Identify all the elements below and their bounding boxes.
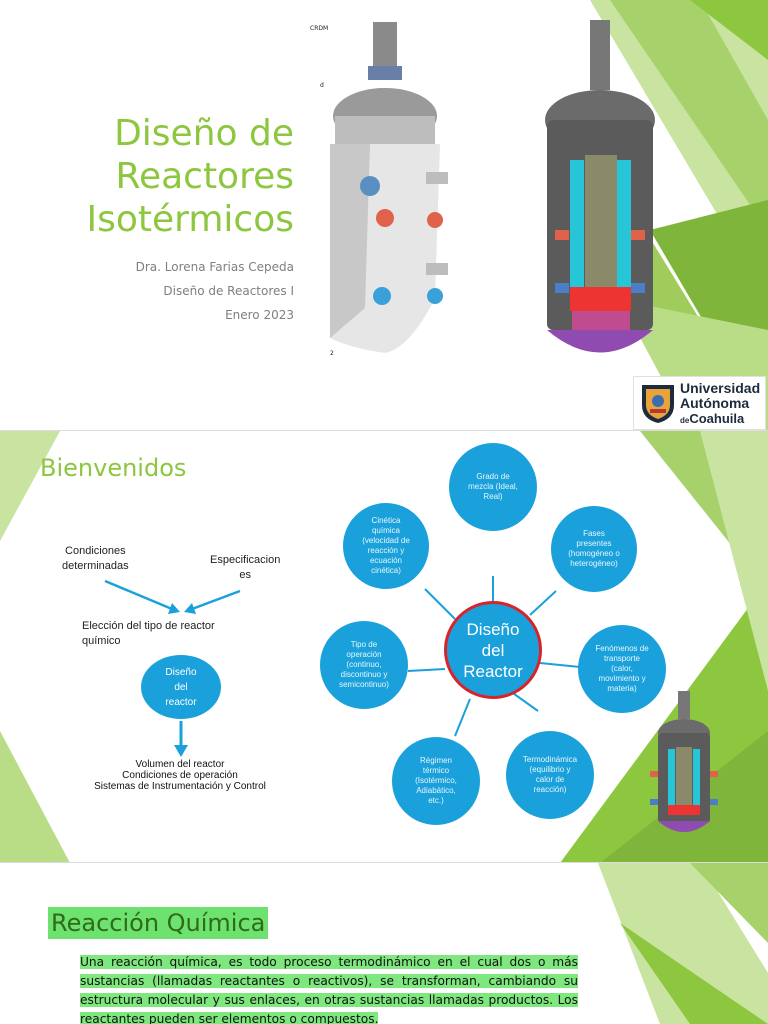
disc-line-3: reactor [165,696,197,708]
presentation-date: Enero 2023 [225,308,294,322]
output-conditions: Condiciones de operación [122,770,238,781]
disc-line-2: del [174,681,188,693]
design-outputs: Volumen del reactor Condiciones de opera… [80,759,280,792]
definition-paragraph: Una reacción química, es todo proceso te… [80,953,578,1024]
reactor-design-disc: Diseño del reactor [141,655,221,719]
center-line-1: Diseño [466,619,520,639]
center-line-2: del [481,640,505,660]
section-title: Reacción Química [48,907,269,939]
reactor-cutaway-image [545,20,655,353]
green-geometric-decoration [0,431,768,863]
title-slide: CRDM d 2 Diseño de Reactores Isotérmicos… [0,0,768,431]
chemical-reaction-slide: Reacción Química Una reacción química, e… [0,863,768,1024]
logo-coahuila: Coahuila [689,411,745,426]
center-line-3: Reactor [463,661,523,681]
reactor-vessel-exterior-image: CRDM d 2 [310,22,448,357]
small-reactor-cutaway-image [650,691,718,832]
input-specifications-label: Especificacion es [210,553,280,583]
crdm-label: CRDM [310,25,328,32]
flow-arrows [104,579,241,757]
welcome-title: Bienvenidos [40,454,187,482]
title-line-1: Diseño de [114,113,294,154]
logo-line-universidad: Universidad [680,380,761,396]
disc-line-1: Diseño [165,666,197,678]
input-left-line-1: Condiciones [65,545,126,557]
author-name: Dra. Lorena Farias Cepeda [135,260,294,274]
input-right-line-1: Especificacion [210,554,281,566]
output-instrumentation: Sistemas de Instrumentación y Control [94,781,266,792]
logo-line-coahuila: deCoahuila [680,411,744,426]
presentation-title: Diseño de Reactores Isotérmicos [87,112,294,241]
green-geometric-decoration [598,863,768,1024]
reactor-choice-label: Elección del tipo de reactor químico [82,619,215,649]
input-conditions-label: Condiciones determinadas [62,544,129,574]
output-volume: Volumen del reactor [135,759,225,770]
two-label: 2 [330,350,334,357]
choice-line-2: químico [82,635,121,647]
university-logo: Universidad Autónoma deCoahuila [633,376,766,430]
input-left-line-2: determinadas [62,560,129,572]
choice-line-1: Elección del tipo de reactor [82,620,215,632]
university-seal-icon [642,385,674,423]
course-name: Diseño de Reactores I [163,284,294,298]
title-line-2: Reactores [115,156,294,197]
welcome-slide: Bienvenidos Condiciones determinadas Esp… [0,431,768,863]
logo-de: de [680,416,690,425]
title-line-3: Isotérmicos [86,199,294,240]
mindmap-center-node: Diseño del Reactor [444,601,542,699]
definition-text: Una reacción química, es todo proceso te… [80,955,578,1024]
mindmap-connectors [407,576,581,737]
d-label: d [320,82,324,89]
input-right-line-2: es [239,569,251,581]
logo-line-autonoma: Autónoma [680,395,750,411]
